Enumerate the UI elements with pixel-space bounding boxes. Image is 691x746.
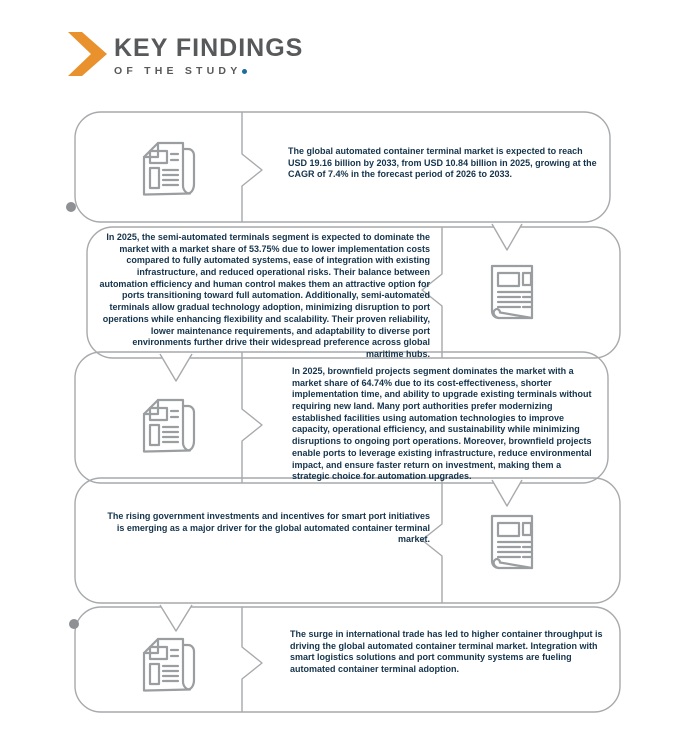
report-icon	[490, 264, 534, 320]
accent-dot	[242, 69, 248, 75]
speech-bubble-3	[74, 351, 609, 484]
page-title: KEY FINDINGS	[114, 34, 304, 62]
report-icon	[490, 514, 534, 570]
newspaper-icon	[142, 637, 196, 692]
bubble-tail-down	[159, 604, 193, 632]
finding-text-3: In 2025, brownfield projects segment dom…	[292, 366, 592, 482]
connector-dot	[66, 202, 76, 212]
newspaper-icon	[142, 141, 196, 196]
finding-text-4: The rising government investments and in…	[107, 511, 430, 545]
speech-bubble-2	[86, 226, 621, 359]
speech-bubble-5	[74, 606, 621, 713]
chevron-arrow-icon	[68, 32, 107, 76]
finding-text-1: The global automated container terminal …	[288, 146, 597, 180]
speech-bubble-4	[74, 477, 621, 604]
divider-pointer-right	[241, 112, 263, 222]
bubble-tail-down	[491, 223, 523, 251]
divider-pointer-left	[421, 478, 443, 603]
page-subtitle: OF THE STUDY	[114, 65, 242, 77]
finding-text-5: The surge in international trade has led…	[290, 629, 603, 675]
divider-pointer-right	[241, 352, 263, 483]
divider-pointer-left	[421, 227, 443, 358]
divider-pointer-right	[241, 607, 263, 712]
bubble-tail-down	[491, 479, 523, 507]
finding-text-2: In 2025, the semi-automated terminals se…	[99, 232, 430, 359]
header: KEY FINDINGS OF THE STUDY	[68, 30, 303, 78]
bubble-tail-down	[159, 353, 193, 382]
newspaper-icon	[142, 398, 196, 453]
connector-dot	[69, 619, 79, 629]
speech-bubble-1	[74, 111, 611, 223]
